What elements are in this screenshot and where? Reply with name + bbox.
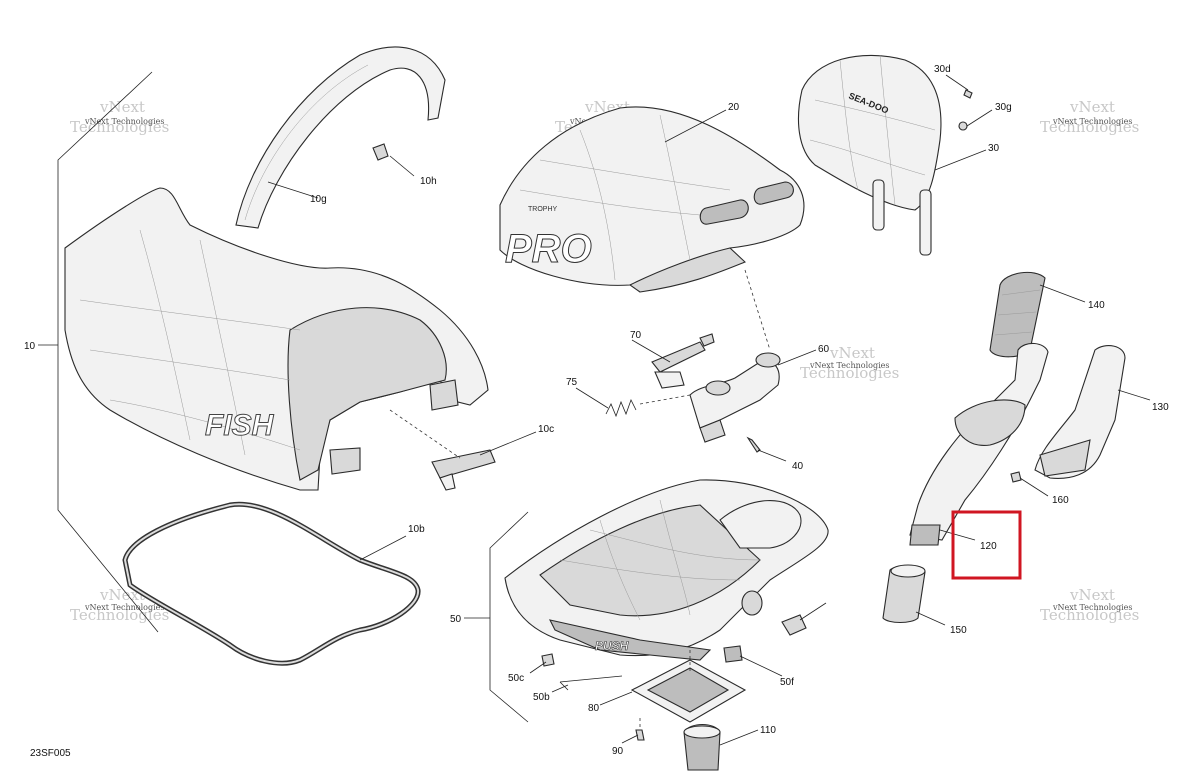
watermark: Technologies — [70, 606, 169, 624]
callout-110[interactable]: 110 — [760, 725, 776, 736]
part-50c-nut[interactable] — [541, 653, 555, 667]
callout-120[interactable]: 120 — [980, 541, 997, 552]
lid-print-trophy: TROPHY — [528, 206, 558, 213]
watermark: Technologies — [70, 118, 169, 136]
part-130-cover[interactable] — [1034, 345, 1126, 479]
part-160-screw[interactable] — [1010, 471, 1022, 483]
callout-20[interactable]: 20 — [728, 102, 740, 113]
callout-10c[interactable]: 10c — [538, 424, 554, 435]
callout-90[interactable]: 90 — [612, 746, 624, 757]
callout-10[interactable]: 10 — [24, 341, 36, 352]
lid-print-pro: PRO — [505, 227, 592, 271]
callout-160[interactable]: 160 — [1052, 495, 1069, 506]
assembly-line — [744, 269, 771, 351]
part-150-sleeve[interactable] — [882, 564, 926, 624]
watermark-small: vNext Technologies — [84, 117, 164, 126]
callout-80[interactable]: 80 — [588, 703, 600, 714]
part-40-screw[interactable] — [746, 436, 761, 453]
part-50b-rod[interactable] — [559, 675, 623, 691]
part-80-latch-plate[interactable] — [630, 659, 747, 723]
part-50-storage-bin[interactable]: PUSH — [504, 479, 829, 661]
watermark: vNext — [1069, 586, 1115, 604]
watermark: vNext — [99, 586, 145, 604]
bin-print-push: PUSH — [595, 639, 629, 653]
assembly-line — [389, 409, 461, 459]
callout-50b[interactable]: 50b — [533, 692, 550, 703]
part-50f-bumper[interactable] — [723, 645, 743, 663]
watermark: vNext — [829, 344, 875, 362]
callout-60[interactable]: 60 — [818, 344, 830, 355]
part-10-seat[interactable]: FISH — [64, 187, 489, 491]
callout-30g[interactable]: 30g — [995, 102, 1012, 113]
callout-70[interactable]: 70 — [630, 330, 642, 341]
part-70-lever[interactable] — [651, 333, 715, 389]
part-30d-screw[interactable] — [963, 89, 973, 99]
watermark: Technologies — [800, 364, 899, 382]
part-90-bolt[interactable] — [635, 729, 645, 741]
callout-30[interactable]: 30 — [988, 143, 1000, 154]
watermark: vNext — [99, 98, 145, 116]
watermark-small: vNext Technologies — [84, 603, 164, 612]
diagram-code: 23SF005 — [30, 748, 71, 759]
callout-10h[interactable]: 10h — [420, 176, 437, 187]
part-30g-bushing[interactable] — [958, 121, 968, 131]
seat-print-fish: FISH — [205, 409, 275, 442]
callout-40[interactable]: 40 — [792, 461, 804, 472]
group-bracket-50 — [489, 511, 529, 723]
part-10c-latch[interactable] — [431, 449, 496, 491]
watermark-small: vNext Technologies — [1052, 117, 1132, 126]
leader-lines — [267, 74, 1151, 746]
callout-50c[interactable]: 50c — [508, 673, 524, 684]
watermark: Technologies — [1040, 118, 1139, 136]
part-110-cup[interactable] — [683, 723, 721, 771]
part-10g-strap[interactable] — [235, 46, 446, 229]
watermark: Technologies — [1040, 606, 1139, 624]
callout-labels: 10 10g 10h 10c 10b 20 30 30d 30g 40 50 5… — [24, 64, 1169, 759]
callout-10b[interactable]: 10b — [408, 524, 425, 535]
callout-75[interactable]: 75 — [566, 377, 578, 388]
callout-140[interactable]: 140 — [1088, 300, 1105, 311]
callout-130[interactable]: 130 — [1152, 402, 1169, 413]
group-bracket-10 — [57, 71, 159, 633]
part-10b-seal[interactable] — [122, 501, 421, 666]
watermark-small: vNext Technologies — [809, 361, 889, 370]
part-75-spring[interactable] — [605, 398, 637, 418]
part-30-headrest[interactable]: SEA-DOO — [797, 54, 942, 256]
callout-10g[interactable]: 10g — [310, 194, 327, 205]
callout-30d[interactable]: 30d — [934, 64, 951, 75]
part-10h-clip[interactable] — [372, 143, 389, 161]
callout-50[interactable]: 50 — [450, 614, 462, 625]
watermark: vNext — [1069, 98, 1115, 116]
part-60-latch-mechanism[interactable] — [689, 352, 781, 443]
callout-50f[interactable]: 50f — [780, 677, 794, 688]
highlight-box-120 — [951, 510, 1022, 580]
callout-150[interactable]: 150 — [950, 625, 967, 636]
assembly-line — [639, 394, 691, 405]
part-20-lid[interactable]: TROPHY PRO — [499, 106, 805, 293]
watermark-small: vNext Technologies — [1052, 603, 1132, 612]
part-120-handle-post[interactable] — [909, 342, 1049, 546]
